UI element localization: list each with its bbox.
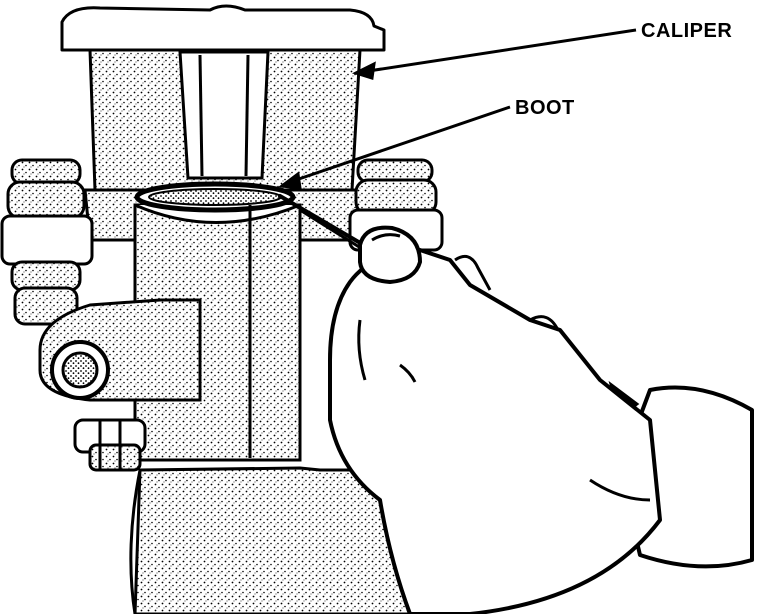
boot-label: BOOT bbox=[515, 97, 575, 119]
left-guide-bushing bbox=[0, 158, 94, 326]
bleeder-fitting bbox=[73, 418, 147, 472]
leader-lines bbox=[278, 28, 637, 190]
boot-leader-line bbox=[289, 105, 511, 184]
hand-illustration-icon bbox=[328, 225, 754, 614]
caliper-leader-line bbox=[361, 28, 637, 74]
mounting-lug bbox=[38, 298, 202, 402]
caliper-label: CALIPER bbox=[641, 20, 733, 42]
